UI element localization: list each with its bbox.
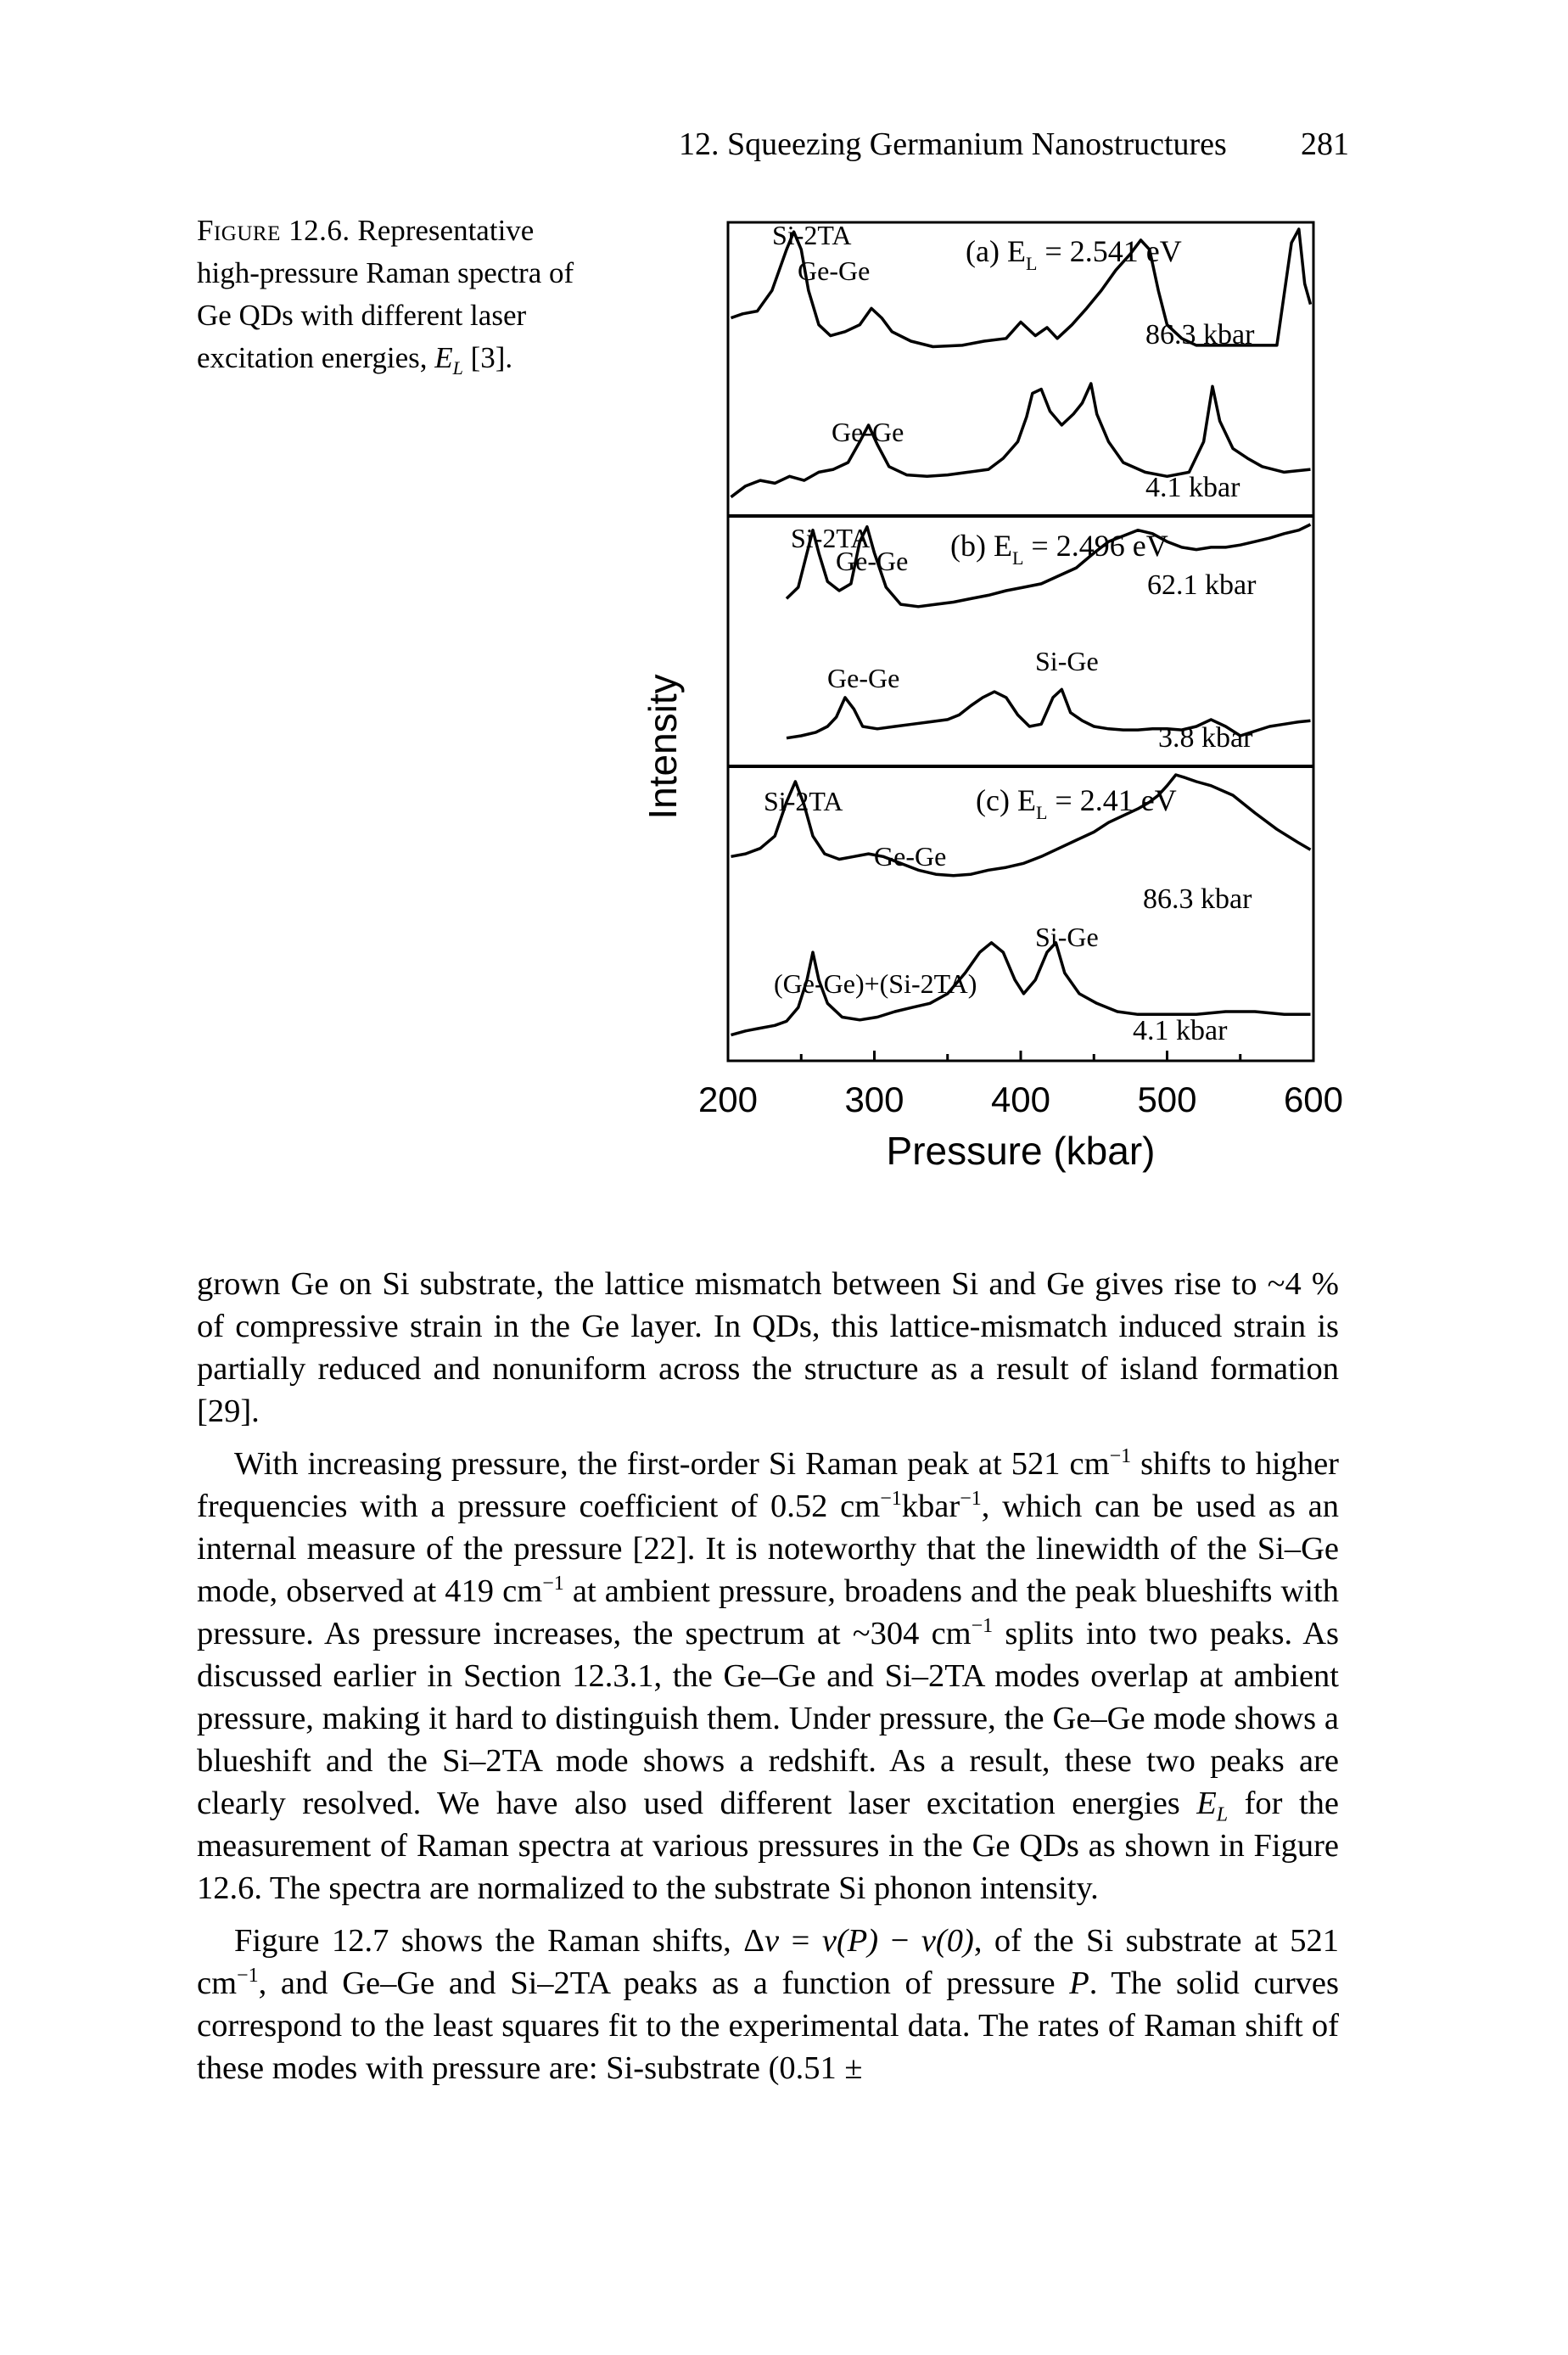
paragraph-2: With increasing pressure, the first-orde… [197, 1443, 1339, 1909]
p3-text-a: Figure 12.7 shows the Raman shifts, Δ [234, 1923, 765, 1959]
pressure-label-0-0: 86.3 kbar [1145, 319, 1255, 350]
x-axis-label: Pressure (kbar) [887, 1129, 1156, 1173]
p2-symbol: E [1196, 1786, 1217, 1821]
body-text: grown Ge on Si substrate, the lattice mi… [197, 1263, 1339, 2100]
mode-label-2-1-0: (Ge-Ge)+(Si-2TA) [774, 968, 977, 999]
spectrum-2-1 [731, 941, 1311, 1037]
p2-symbol-sub: L [1216, 1803, 1229, 1826]
caption-citation: [3]. [470, 341, 513, 374]
mode-label-0-1-0: Ge-Ge [832, 417, 904, 447]
mode-label-2-0-0: Si-2TA [764, 786, 843, 816]
p2-text-e: at ambient pressure, broadens and the pe… [197, 1573, 1339, 1651]
p3-minus: − [878, 1923, 921, 1959]
paragraph-1: grown Ge on Si substrate, the lattice mi… [197, 1263, 1339, 1433]
running-head-title: 12. Squeezing Germanium Nanostructures [679, 126, 1227, 162]
p3-eq: = [779, 1923, 822, 1959]
p2-sup-b: −1 [880, 1488, 902, 1511]
p2-text-f: splits into two peaks. As discussed earl… [197, 1616, 1339, 1821]
p3-text-b: , of the Si substrate at 521 cm [197, 1923, 1340, 2001]
paragraph-3: Figure 12.7 shows the Raman shifts, Δν =… [197, 1920, 1339, 2089]
p3-nu: ν [764, 1923, 780, 1959]
caption-symbol: E [434, 341, 453, 374]
figure-caption: Figure 12.6. Representative high-pressur… [197, 210, 596, 390]
x-tick-label-0: 200 [698, 1079, 758, 1119]
mode-label-1-0-0: Si-2TA [791, 523, 870, 553]
mode-label-0-0-0: Si-2TA [772, 220, 851, 250]
y-axis-label: Intensity [641, 674, 685, 819]
p3-nuP: ν(P) [821, 1923, 879, 1959]
p3-text-d: . The solid curves correspond to the lea… [197, 1965, 1340, 2086]
panel-label-2: (c) EL = 2.41 eV [976, 783, 1177, 823]
x-tick-label-4: 600 [1284, 1079, 1343, 1119]
pressure-label-0-1: 4.1 kbar [1145, 472, 1240, 503]
p3-nu0: ν(0) [921, 1923, 974, 1959]
running-head: 12. Squeezing Germanium Nanostructures 2… [679, 119, 1349, 170]
p2-text-b: shifts to higher frequencies with a pres… [197, 1446, 1339, 1524]
p2-sup-e: −1 [971, 1615, 994, 1638]
panel-label-0: (a) EL = 2.541 eV [966, 234, 1182, 274]
p3-text-c: , and Ge–Ge and Si–2TA peaks as a functi… [258, 1965, 1070, 2001]
mode-label-1-0-1: Ge-Ge [836, 546, 908, 576]
spectrum-1-0 [785, 523, 1312, 608]
p3-P: P [1069, 1965, 1089, 2001]
x-tick-label-3: 500 [1137, 1079, 1196, 1119]
x-tick-label-2: 400 [991, 1079, 1050, 1119]
spectrum-0-0 [730, 227, 1313, 349]
p2-sup-d: −1 [542, 1573, 564, 1595]
p3-sup-b: −1 [237, 1965, 259, 1988]
pressure-label-2-1: 4.1 kbar [1133, 1015, 1228, 1046]
spectrum-2-0 [731, 773, 1312, 878]
caption-symbol-sub: L [452, 357, 463, 378]
x-tick-label-1: 300 [844, 1079, 904, 1119]
figure-label: Figure 12.6. [197, 214, 350, 247]
spectrum-1-1 [786, 687, 1311, 740]
mode-label-1-1-1: Si-Ge [1035, 646, 1099, 676]
pressure-label-1-1: 3.8 kbar [1158, 722, 1253, 754]
p2-text-a: With increasing pressure, the first-orde… [234, 1446, 1110, 1482]
pressure-label-1-0: 62.1 kbar [1147, 569, 1257, 601]
mode-label-0-0-1: Ge-Ge [798, 255, 870, 286]
caption-text: Representative high-pressure Raman spect… [197, 214, 574, 374]
mode-label-1-1-0: Ge-Ge [827, 663, 899, 693]
p2-text-c: kbar [901, 1489, 960, 1524]
p2-sup-a: −1 [1109, 1445, 1132, 1468]
p2-sup-c: −1 [960, 1488, 982, 1511]
page-number: 281 [1301, 126, 1349, 162]
p2-text-d: , which can be used as an internal measu… [197, 1489, 1339, 1609]
p2-text-g: for the measurement of Raman spectra at … [197, 1786, 1339, 1906]
paragraph-1-text: grown Ge on Si substrate, the lattice mi… [197, 1266, 1339, 1429]
pressure-label-2-0: 86.3 kbar [1143, 883, 1252, 915]
panel-label-1: (b) EL = 2.496 eV [950, 529, 1168, 569]
mode-label-2-1-1: Si-Ge [1035, 922, 1099, 952]
spectrum-0-1 [730, 382, 1311, 499]
mode-label-2-0-1: Ge-Ge [874, 841, 946, 872]
